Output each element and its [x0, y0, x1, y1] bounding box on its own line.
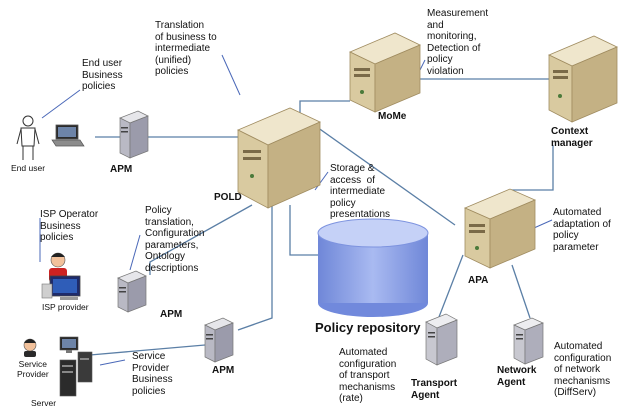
- label-service-provider: Service Provider: [17, 359, 49, 379]
- service-provider-figure: [23, 336, 79, 357]
- link-pold-mome: [299, 100, 350, 115]
- callout-translation: [221, 54, 241, 96]
- annotation-network-config: Automated configuration of network mecha…: [554, 341, 612, 398]
- server-mome: [349, 32, 421, 113]
- link-apa-network: [511, 264, 531, 319]
- annotation-end-user-policies: End user Business policies: [82, 58, 123, 92]
- server-pold: [237, 107, 321, 209]
- link-apm-bottom-sp: [89, 344, 206, 356]
- label-network-agent: Network Agent: [497, 365, 537, 388]
- end-user-figure: [16, 115, 40, 160]
- callout-enduser: [41, 89, 81, 119]
- link-pold-apa: [299, 114, 456, 226]
- server-rack-figure: [59, 351, 93, 397]
- label-transport-agent: Transport Agent: [411, 378, 458, 401]
- server-apm-bottom: [204, 317, 234, 363]
- annotation-measurement: Measurement and monitoring, Detection of…: [427, 8, 489, 77]
- label-context-manager: Context manager: [551, 126, 593, 149]
- label-apm-bottom: APM: [212, 365, 235, 376]
- link-pold-apm-bottom: [237, 205, 273, 331]
- end-user-laptop: [51, 124, 85, 147]
- label-apm-mid: APM: [160, 309, 183, 320]
- server-apm-top: [119, 110, 149, 159]
- label-pold: POLD: [214, 192, 242, 203]
- callout-policy-translation: [129, 234, 141, 271]
- annotation-isp-policies: ISP Operator Business policies: [40, 209, 99, 243]
- annotation-service-provider-policies: Service Provider Business policies: [132, 351, 173, 397]
- isp-provider-figure: [41, 252, 81, 300]
- callouts: [39, 54, 553, 366]
- server-context-manager: [548, 35, 618, 123]
- server-apm-mid: [117, 270, 147, 313]
- label-apa: APA: [468, 275, 489, 286]
- server-transport-agent: [425, 313, 458, 366]
- callout-storage: [314, 171, 329, 191]
- callout-measurement: [419, 59, 426, 71]
- label-isp-provider: ISP provider: [42, 302, 89, 312]
- server-network-agent: [513, 317, 544, 365]
- annotation-automated-adaptation: Automated adaptation of policy parameter: [553, 207, 611, 253]
- annotation-policy-translation: Policy translation, Configuration parame…: [145, 205, 205, 274]
- label-policy-repository: Policy repository: [315, 320, 421, 335]
- annotation-translation: Translation of business to intermediate …: [155, 20, 217, 77]
- link-pold-apm-mid: [149, 204, 253, 275]
- server-apa: [463, 188, 537, 269]
- label-end-user: End user: [11, 163, 46, 173]
- label-apm-top: APM: [110, 164, 133, 175]
- annotation-storage: Storage & access of intermediate policy …: [330, 163, 391, 220]
- label-server: Server: [31, 398, 57, 408]
- callout-sp: [99, 359, 126, 366]
- label-mome: MoMe: [378, 111, 407, 122]
- annotation-transport-config: Automated configuration of transport mec…: [339, 347, 397, 404]
- connections: [89, 78, 554, 356]
- policy-repository-cylinder: [317, 218, 429, 317]
- link-pold-repo: [289, 205, 318, 256]
